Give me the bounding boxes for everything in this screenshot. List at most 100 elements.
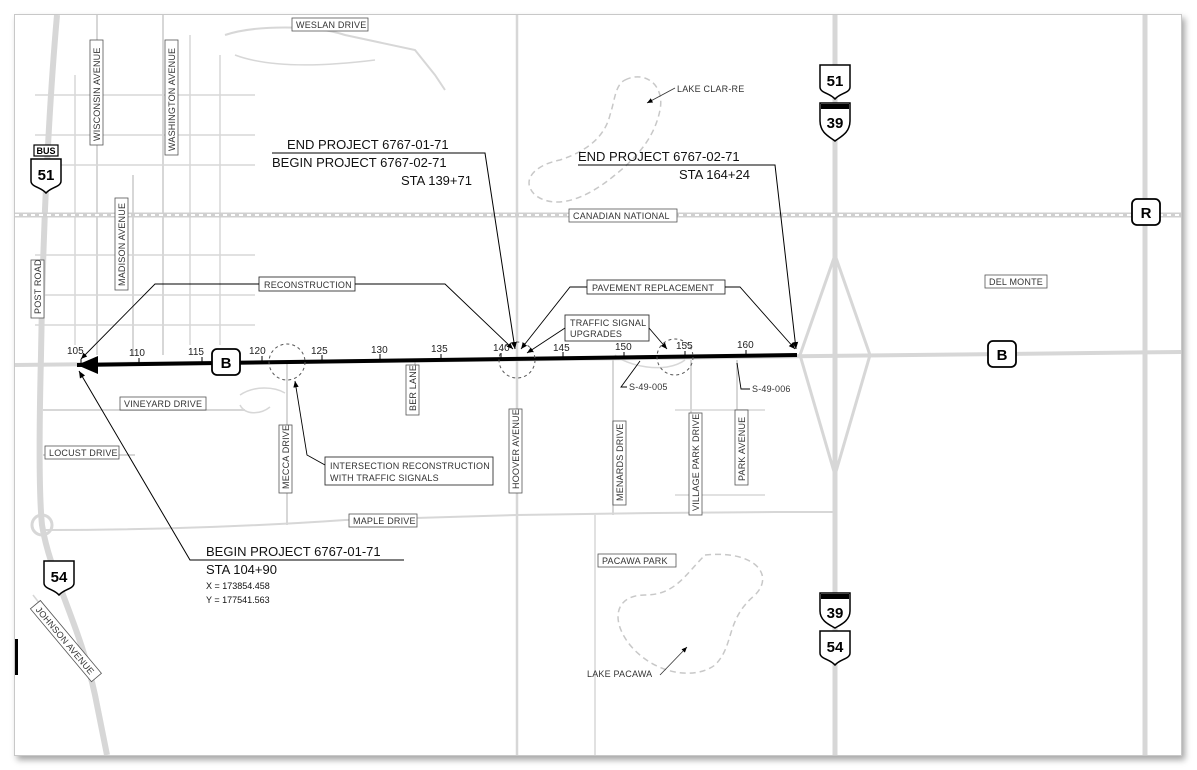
lake-clar-re-leader (646, 87, 676, 104)
station-label: 150 (615, 342, 632, 353)
locust-drive-text: LOCUST DRIVE (49, 448, 118, 458)
us-51-left-text: 51 (38, 167, 55, 184)
hoover-avenue-label: HOOVER AVENUE (508, 408, 523, 494)
station-label: 115 (188, 347, 204, 358)
intersection-reconstruction-text: INTERSECTION RECONSTRUCTION (330, 461, 490, 471)
station-label: 160 (737, 340, 754, 351)
interchange-ramps (798, 250, 872, 481)
johnson-avenue-label: JOHNSON AVENUE (29, 599, 102, 683)
map-frame: 105 110 115 120 125 130 135 140 145 150 … (14, 14, 1182, 756)
pacawa-park-text: PACAWA PARK (602, 556, 668, 566)
sta-164-24-text: STA 164+24 (679, 167, 750, 182)
locust-drive-label: LOCUST DRIVE (44, 445, 120, 460)
i-39-bottom-text: 39 (827, 605, 844, 622)
i-39-top-text: 39 (827, 115, 844, 132)
bus-tag-text: BUS (36, 146, 55, 156)
park-avenue-text: PARK AVENUE (737, 417, 747, 481)
menards-drive-label: MENARDS DRIVE (612, 420, 627, 506)
hoover-intersection-circle (498, 341, 536, 379)
post-road-text: POST ROAD (33, 259, 43, 314)
park-avenue-label: PARK AVENUE (734, 409, 749, 486)
intersection-circles (268, 338, 694, 381)
ber-lane-label: BER LANE (405, 364, 420, 416)
interstate-39-bottom-shield-icon: 39 (819, 592, 851, 629)
us-51-bus-shield-icon: BUS 51 (30, 144, 62, 195)
s-49-005-circle (656, 338, 694, 376)
lake-pacawa-leader (659, 646, 688, 676)
end-project-6767-02-71-callout: END PROJECT 6767-02-71 STA 164+24 (578, 149, 799, 350)
county-b-left-marker-icon: B (211, 348, 241, 376)
us-54-left-shield-icon: 54 (43, 560, 75, 597)
project-line (76, 353, 798, 367)
upgrades-text: UPGRADES (570, 329, 622, 339)
project-location-map: 105 110 115 120 125 130 135 140 145 150 … (15, 15, 1181, 755)
pavement-replacement-callout: PAVEMENT REPLACEMENT (520, 279, 796, 350)
mecca-drive-text: MECCA DRIVE (281, 425, 291, 489)
station-label: 125 (311, 346, 328, 357)
county-b-right-marker-icon: B (987, 340, 1017, 368)
y-coordinate-text: Y = 177541.563 (206, 595, 270, 605)
street-labels: WESLAN DRIVE WISCONSIN AVENUE WASHINGTON… (29, 17, 1048, 683)
station-ticks (80, 350, 747, 365)
johnson-avenue-text: JOHNSON AVENUE (34, 605, 96, 677)
reconstruction-text: RECONSTRUCTION (264, 280, 352, 290)
begin-project-01-text: BEGIN PROJECT 6767-01-71 (206, 544, 381, 559)
county-r-text: R (1141, 205, 1152, 222)
station-label: 110 (129, 348, 145, 359)
s-49-006-text: S-49-006 (752, 384, 791, 394)
vineyard-drive-label: VINEYARD DRIVE (119, 396, 207, 411)
del-monte-text: DEL MONTE (989, 277, 1043, 287)
madison-avenue-text: MADISON AVENUE (117, 203, 127, 286)
village-park-drive-text: VILLAGE PARK DRIVE (691, 414, 701, 511)
station-label: 130 (371, 345, 388, 356)
hoover-avenue-text: HOOVER AVENUE (511, 409, 521, 489)
pavement-replacement-text: PAVEMENT REPLACEMENT (592, 283, 714, 293)
traffic-signal-text: TRAFFIC SIGNAL (570, 318, 646, 328)
canadian-national-label: CANADIAN NATIONAL (568, 208, 678, 223)
washington-avenue-label: WASHINGTON AVENUE (164, 39, 179, 156)
intersection-reconstruction-callout: INTERSECTION RECONSTRUCTION WITH TRAFFIC… (293, 380, 494, 486)
sta-139-71-text: STA 139+71 (401, 173, 472, 188)
maple-drive-road (44, 511, 835, 531)
us-54-right-text: 54 (827, 639, 844, 656)
end-project-6767-01-71-callout: END PROJECT 6767-01-71 BEGIN PROJECT 676… (272, 137, 517, 350)
s-49-005-text: S-49-005 (629, 382, 668, 392)
maple-drive-label: MAPLE DRIVE (348, 513, 418, 528)
station-label: 145 (553, 343, 570, 354)
edge-mark (15, 639, 18, 675)
lake-pacawa-text: LAKE PACAWA (587, 669, 652, 679)
lake-clar-re-text: LAKE CLAR-RE (677, 84, 744, 94)
canadian-national-text: CANADIAN NATIONAL (573, 211, 670, 221)
village-park-drive-label: VILLAGE PARK DRIVE (688, 412, 703, 516)
weslan-drive-road (224, 26, 446, 91)
lakes (528, 76, 764, 674)
del-monte-label: DEL MONTE (984, 274, 1048, 289)
weslan-drive-label: WESLAN DRIVE (291, 17, 369, 32)
reconstruction-callout: RECONSTRUCTION (80, 276, 514, 360)
structure-s-49-006-callout: S-49-006 (736, 362, 791, 394)
county-r-marker-icon: R (1131, 198, 1161, 226)
us-51-shield-icon: 51 (819, 64, 851, 101)
station-label: 135 (431, 344, 448, 355)
begin-project-02-text: BEGIN PROJECT 6767-02-71 (272, 155, 447, 170)
weslan-drive-text: WESLAN DRIVE (296, 20, 366, 30)
interstate-39-shield-icon: 39 (819, 102, 851, 142)
us-54-left-text: 54 (51, 569, 68, 586)
washington-avenue-text: WASHINGTON AVENUE (167, 48, 177, 151)
county-b-right-text: B (997, 347, 1008, 364)
station-label: 140 (493, 343, 510, 354)
station-label: 155 (676, 341, 693, 352)
structure-s-49-005-callout: S-49-005 (620, 360, 668, 392)
station-labels: 105 110 115 120 125 130 135 140 145 150 … (67, 340, 754, 359)
with-traffic-signals-text: WITH TRAFFIC SIGNALS (330, 473, 439, 483)
roundabout (30, 513, 54, 537)
ber-lane-text: BER LANE (408, 365, 418, 411)
wisconsin-avenue-text: WISCONSIN AVENUE (92, 47, 102, 141)
sta-104-90-text: STA 104+90 (206, 562, 277, 577)
us-54-shield-icon: 54 (819, 630, 851, 667)
end-project-02-text: END PROJECT 6767-02-71 (578, 149, 740, 164)
begin-project-6767-01-71-callout: BEGIN PROJECT 6767-01-71 STA 104+90 X = … (78, 370, 404, 605)
street-network (30, 15, 1148, 755)
maple-drive-text: MAPLE DRIVE (353, 516, 416, 526)
station-label: 105 (67, 346, 84, 357)
